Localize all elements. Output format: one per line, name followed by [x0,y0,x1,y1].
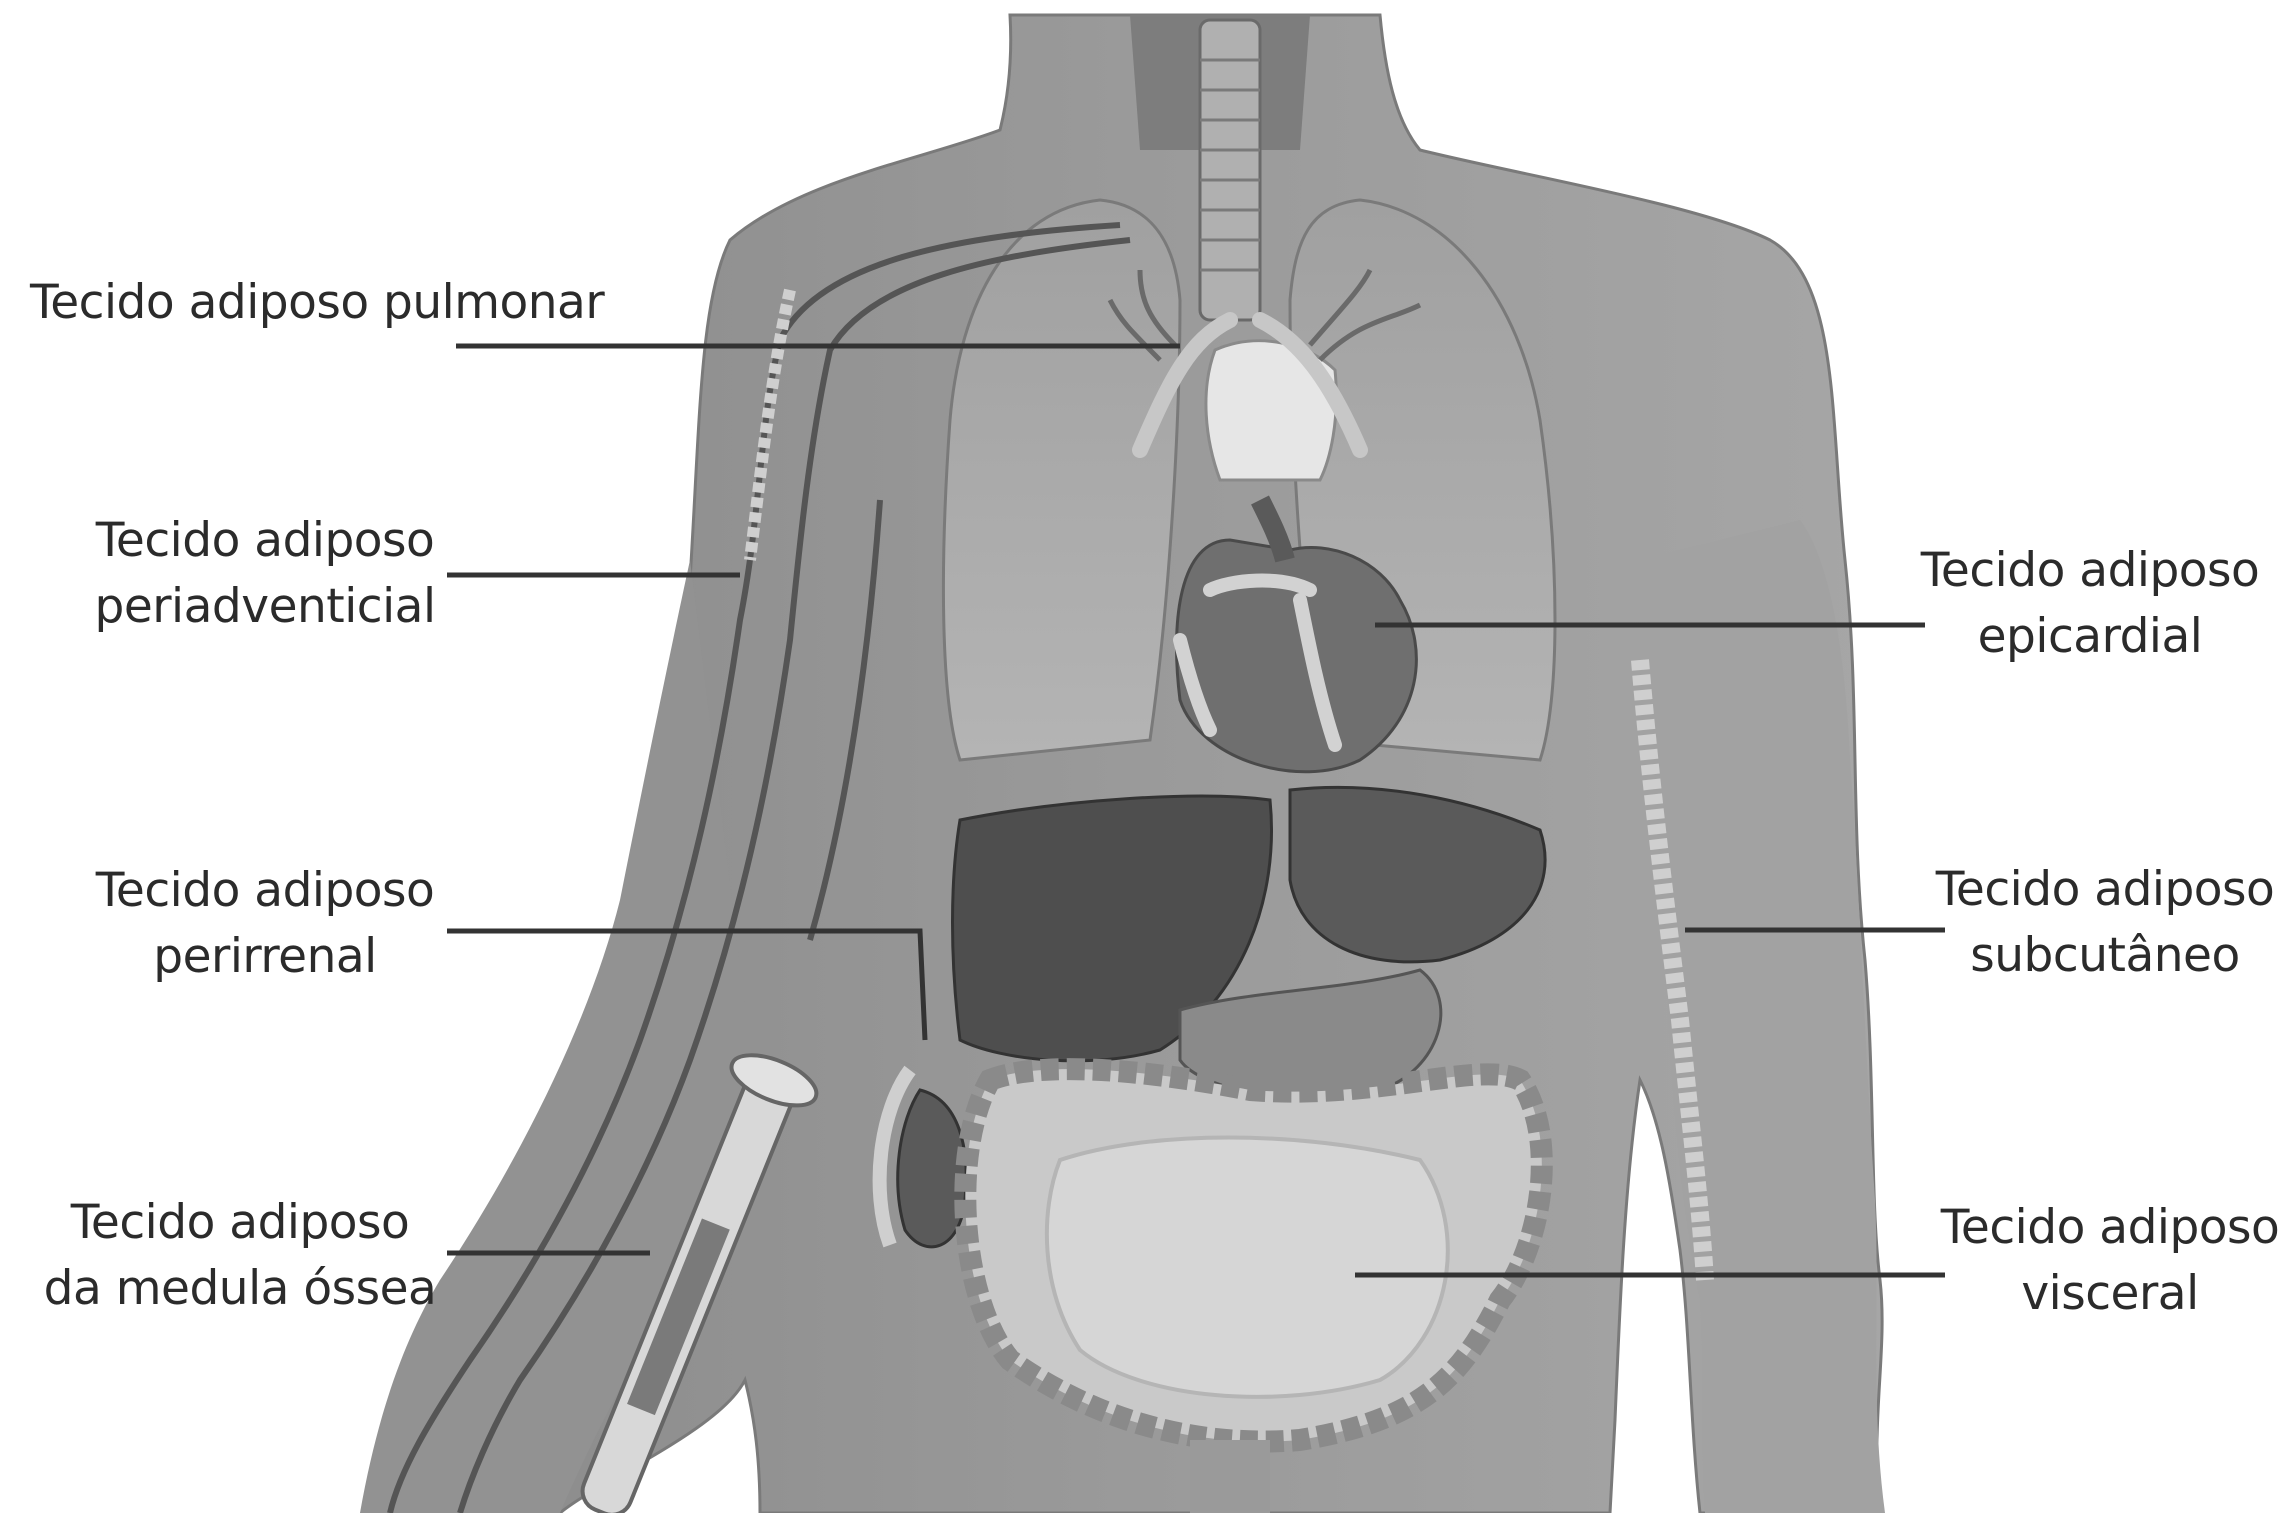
label-medula: Tecido adiposo da medula óssea [30,1190,450,1322]
label-subcutaneo-line1: Tecido adiposo [1925,857,2285,923]
trachea [1200,20,1260,320]
label-perirrenal-line1: Tecido adiposo [80,858,450,924]
label-pulmonar: Tecido adiposo pulmonar [30,270,604,336]
label-pulmonar-text: Tecido adiposo pulmonar [30,270,604,336]
label-periadventicial-line2: periadventicial [80,574,450,640]
heart [1177,540,1417,772]
label-visceral: Tecido adiposo visceral [1935,1195,2285,1327]
label-epicardial-line2: epicardial [1900,604,2280,670]
label-epicardial: Tecido adiposo epicardial [1900,538,2280,670]
label-perirrenal-line2: perirrenal [80,924,450,990]
label-periadventicial: Tecido adiposo periadventicial [80,508,450,640]
label-periadventicial-line1: Tecido adiposo [80,508,450,574]
small-intestine [1047,1138,1448,1397]
label-medula-line2: da medula óssea [30,1256,450,1322]
label-subcutaneo: Tecido adiposo subcutâneo [1925,857,2285,989]
label-perirrenal: Tecido adiposo perirrenal [80,858,450,990]
label-visceral-line1: Tecido adiposo [1935,1195,2285,1261]
label-visceral-line2: visceral [1935,1261,2285,1327]
label-medula-line1: Tecido adiposo [30,1190,450,1256]
label-epicardial-line1: Tecido adiposo [1900,538,2280,604]
label-subcutaneo-line2: subcutâneo [1925,923,2285,989]
